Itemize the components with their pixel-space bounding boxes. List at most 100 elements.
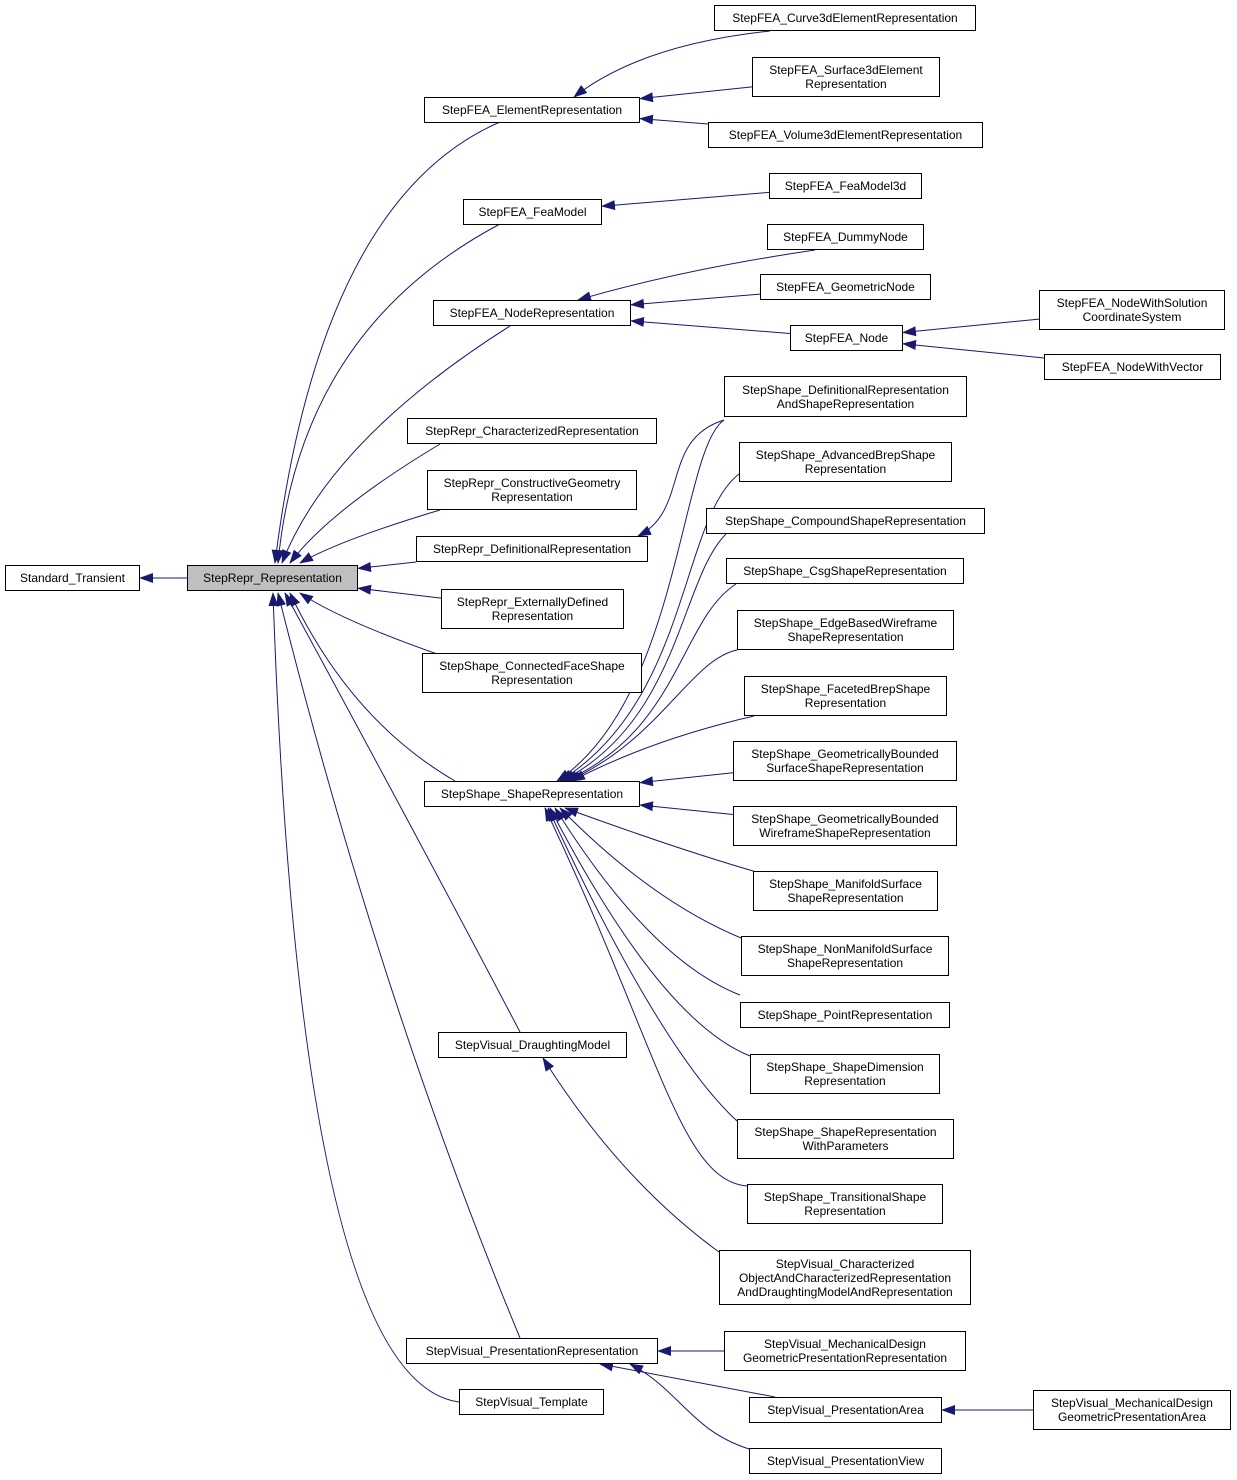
class-node-label: StepShape_TransitionalShape: [763, 1190, 927, 1204]
inheritance-edge-stepShape_point-to-stepShape_shapeRepresentation: [554, 807, 741, 996]
inheritance-edge-stepShape_withParameters-to-stepShape_shapeRepresentation: [547, 807, 738, 1122]
inheritance-edge-stepFEA_geometricNode-to-stepFEA_nodeRepresentation: [630, 293, 761, 309]
class-node-label: StepRepr_CharacterizedRepresentation: [425, 424, 639, 438]
class-node-stepFEA_volume3d[interactable]: StepFEA_Volume3dElementRepresentation: [708, 122, 983, 148]
inheritance-edge-stepShape_transitional-to-stepShape_shapeRepresentation: [544, 807, 748, 1187]
class-node-label: ShapeRepresentation: [786, 956, 904, 970]
class-node-label: Representation: [804, 1074, 886, 1088]
inheritance-edge-stepRepr_externally-to-stepRepr_representation: [357, 584, 442, 599]
class-node-stepVisual_presentationView[interactable]: StepVisual_PresentationView: [749, 1448, 942, 1474]
inheritance-edge-stepFEA_feaModel-to-stepRepr_representation: [274, 223, 501, 564]
class-node-stepVisual_draughtingModel[interactable]: StepVisual_DraughtingModel: [438, 1032, 627, 1058]
class-node-stepShape_csg[interactable]: StepShape_CsgShapeRepresentation: [726, 558, 964, 584]
class-node-stepFEA_feaModel3d[interactable]: StepFEA_FeaModel3d: [769, 173, 922, 199]
class-node-stepFEA_geometricNode[interactable]: StepFEA_GeometricNode: [760, 274, 931, 300]
class-node-label: StepShape_NonManifoldSurface: [757, 942, 933, 956]
class-node-label: StepFEA_NodeRepresentation: [449, 306, 615, 320]
class-node-label: StepFEA_DummyNode: [783, 230, 908, 244]
class-node-stepVisual_presentationArea[interactable]: StepVisual_PresentationArea: [749, 1397, 942, 1423]
class-node-label: StepShape_PointRepresentation: [757, 1008, 933, 1022]
class-node-stepFEA_elementRepresentation[interactable]: StepFEA_ElementRepresentation: [424, 97, 640, 123]
inheritance-edge-stepShape_compound-to-stepShape_shapeRepresentation: [561, 533, 727, 782]
class-node-label: StepRepr_Representation: [203, 571, 342, 585]
inheritance-edge-stepVisual_characterizedObject-to-stepVisual_draughtingModel: [542, 1057, 720, 1253]
class-node-label: StepShape_CompoundShapeRepresentation: [725, 514, 966, 528]
class-node-stepRepr_definitional[interactable]: StepRepr_DefinitionalRepresentation: [416, 536, 648, 562]
class-node-standard_transient[interactable]: Standard_Transient: [5, 565, 140, 591]
class-node-stepShape_shapeRepresentation[interactable]: StepShape_ShapeRepresentation: [424, 781, 640, 807]
class-node-label: StepVisual_PresentationRepresentation: [425, 1344, 639, 1358]
class-node-stepRepr_representation: StepRepr_Representation: [187, 565, 358, 591]
class-node-stepFEA_nodeWithVector[interactable]: StepFEA_NodeWithVector: [1044, 354, 1221, 380]
class-node-label: StepFEA_FeaModel: [478, 205, 587, 219]
inheritance-edge-stepFEA_surface3d-to-stepFEA_elementRepresentation: [639, 86, 753, 103]
class-node-label: Representation: [804, 696, 887, 710]
inheritance-edge-stepRepr_constructive-to-stepRepr_representation: [299, 509, 441, 564]
inheritance-edge-stepShape_geomBoundedWireframe-to-stepShape_shapeRepresentation: [639, 801, 734, 815]
class-node-stepVisual_presentationRepresentation[interactable]: StepVisual_PresentationRepresentation: [406, 1338, 658, 1364]
class-node-label: StepFEA_GeometricNode: [776, 280, 915, 294]
class-node-label: StepVisual_Template: [475, 1395, 588, 1409]
inheritance-edge-stepShape_shapeDimension-to-stepShape_shapeRepresentation: [549, 807, 751, 1057]
class-node-label: StepFEA_FeaModel3d: [784, 179, 907, 193]
class-node-label: ShapeRepresentation: [787, 630, 904, 644]
class-node-stepFEA_feaModel[interactable]: StepFEA_FeaModel: [463, 199, 602, 225]
inheritance-edge-stepShape_definitionalAndShape-to-stepShape_shapeRepresentation: [556, 419, 725, 782]
class-node-stepFEA_nodeRepresentation[interactable]: StepFEA_NodeRepresentation: [433, 300, 631, 326]
class-node-label: StepShape_EdgeBasedWireframe: [753, 616, 938, 630]
class-node-label: StepVisual_Characterized: [775, 1256, 915, 1271]
class-node-stepVisual_template[interactable]: StepVisual_Template: [459, 1389, 604, 1415]
class-node-label: SurfaceShapeRepresentation: [766, 761, 924, 775]
class-node-stepRepr_characterized[interactable]: StepRepr_CharacterizedRepresentation: [407, 418, 657, 444]
inheritance-edge-stepShape_manifoldSurface-to-stepShape_shapeRepresentation: [564, 807, 761, 874]
inheritance-edge-stepShape_shapeRepresentation-to-stepRepr_representation: [289, 592, 456, 782]
class-node-label: StepFEA_NodeWithSolution: [1056, 296, 1208, 310]
class-node-label: Representation: [491, 609, 574, 623]
class-node-label: StepFEA_Node: [804, 331, 889, 345]
inheritance-edge-stepVisual_draughtingModel-to-stepRepr_representation: [284, 592, 521, 1033]
class-node-label: Representation: [804, 462, 887, 476]
class-node-label: Representation: [805, 77, 887, 91]
inheritance-edge-stepFEA_feaModel3d-to-stepFEA_feaModel: [601, 191, 770, 211]
class-node-label: Representation: [491, 673, 573, 687]
inheritance-edge-stepShape_facetedBrep-to-stepShape_shapeRepresentation: [571, 715, 755, 782]
class-node-label: StepVisual_MechanicalDesign: [1051, 1396, 1213, 1410]
class-node-label: Standard_Transient: [20, 571, 125, 585]
inheritance-edge-stepShape_geomBoundedSurface-to-stepShape_shapeRepresentation: [639, 772, 734, 787]
inheritance-edge-stepShape_connectedFace-to-stepRepr_representation: [299, 592, 441, 656]
class-node-label: AndShapeRepresentation: [776, 396, 915, 411]
class-node-label: Representation: [804, 1204, 886, 1218]
class-node-stepFEA_dummyNode[interactable]: StepFEA_DummyNode: [767, 224, 924, 250]
class-node-label: StepFEA_Surface3dElement: [769, 63, 923, 77]
class-node-label: StepShape_GeometricallyBounded: [751, 812, 939, 826]
class-node-label: StepFEA_Curve3dElementRepresentation: [732, 11, 958, 25]
class-node-label: StepRepr_DefinitionalRepresentation: [432, 542, 632, 556]
class-node-label: StepVisual_PresentationView: [767, 1454, 924, 1468]
class-node-stepShape_compound[interactable]: StepShape_CompoundShapeRepresentation: [706, 508, 985, 534]
class-node-stepFEA_curve3d[interactable]: StepFEA_Curve3dElementRepresentation: [714, 5, 976, 31]
class-node-stepShape_point[interactable]: StepShape_PointRepresentation: [740, 1002, 950, 1028]
class-node-label: ShapeRepresentation: [787, 891, 904, 905]
class-node-label: AndDraughtingModelAndRepresentation: [737, 1284, 953, 1299]
class-node-stepFEA_node[interactable]: StepFEA_Node: [790, 325, 903, 351]
inheritance-edge-stepFEA_volume3d-to-stepFEA_elementRepresentation: [639, 114, 709, 125]
